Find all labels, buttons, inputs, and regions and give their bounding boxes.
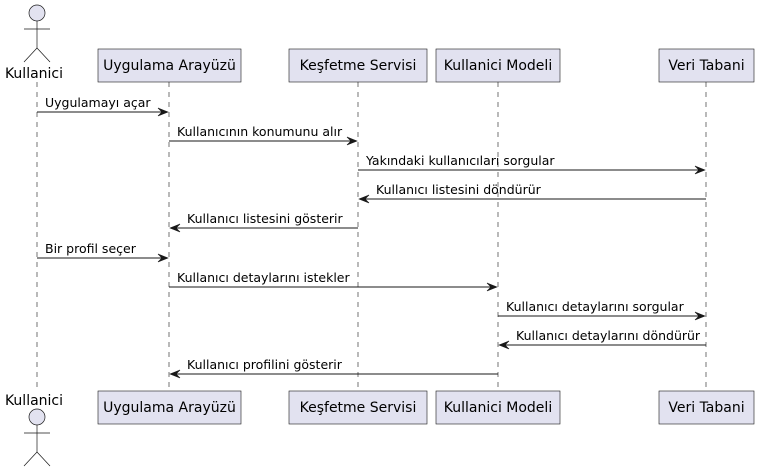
participant-label: Kullanici Modeli — [444, 58, 552, 74]
message-label: Uygulamayı açar — [45, 95, 151, 110]
actor-user-bottom: Kullanici — [5, 393, 63, 467]
participant-model-bottom: Kullanici Modeli — [435, 390, 561, 425]
arrow-head-icon — [346, 136, 358, 146]
arrow-head-icon — [486, 282, 498, 292]
message-5: Kullanıcı listesini gösterir — [169, 211, 358, 233]
message-label: Kullanıcı detaylarını sorgular — [506, 299, 685, 314]
actor-body-icon — [23, 21, 51, 63]
arrow-head-icon — [169, 223, 181, 233]
message-8: Kullanıcı detaylarını sorgular — [498, 299, 706, 321]
participant-label: Veri Tabani — [668, 58, 744, 74]
actor-label: Kullanici — [5, 393, 63, 409]
participant-label: Keşfetme Servisi — [300, 400, 417, 416]
actor-label: Kullanici — [5, 66, 63, 82]
message-1: Uygulamayı açar — [37, 95, 169, 117]
message-2: Kullanıcının konumunu alır — [169, 124, 358, 146]
message-label: Bir profil seçer — [45, 241, 137, 256]
message-7: Kullanıcı detaylarını istekler — [169, 270, 498, 292]
arrow-head-icon — [358, 194, 370, 204]
participant-label: Uygulama Arayüzü — [103, 58, 236, 74]
participant-db-top: Veri Tabani — [658, 48, 755, 83]
message-label: Kullanıcı detaylarını istekler — [177, 270, 350, 285]
participant-db-bottom: Veri Tabani — [658, 390, 755, 425]
participant-label: Uygulama Arayüzü — [103, 400, 236, 416]
participant-model-top: Kullanici Modeli — [435, 48, 561, 83]
message-6: Bir profil seçer — [37, 241, 169, 263]
message-label: Kullanıcının konumunu alır — [177, 124, 343, 139]
actor-body-icon — [23, 425, 51, 467]
message-3: Yakındaki kullanıcıları sorgular — [358, 153, 706, 175]
arrow-head-icon — [694, 311, 706, 321]
actor-user-top: Kullanici — [5, 4, 63, 82]
participant-ui-top: Uygulama Arayüzü — [97, 48, 242, 83]
actor-head-icon — [28, 4, 46, 22]
arrow-head-icon — [157, 107, 169, 117]
actor-head-icon — [28, 408, 46, 426]
message-label: Yakındaki kullanıcıları sorgular — [365, 153, 555, 168]
message-label: Kullanıcı listesini gösterir — [187, 211, 344, 226]
message-4: Kullanıcı listesini döndürür — [358, 182, 706, 204]
message-label: Kullanıcı detaylarını döndürür — [516, 328, 701, 343]
participant-label: Keşfetme Servisi — [300, 58, 417, 74]
participant-discovery-bottom: Keşfetme Servisi — [288, 390, 428, 425]
arrow-head-icon — [694, 165, 706, 175]
arrow-head-icon — [157, 253, 169, 263]
participant-discovery-top: Keşfetme Servisi — [288, 48, 428, 83]
arrow-head-icon — [169, 369, 181, 379]
message-label: Kullanıcı profilini gösterir — [187, 357, 343, 372]
message-label: Kullanıcı listesini döndürür — [376, 182, 542, 197]
message-10: Kullanıcı profilini gösterir — [169, 357, 498, 379]
arrow-head-icon — [498, 340, 510, 350]
participant-ui-bottom: Uygulama Arayüzü — [97, 390, 242, 425]
message-9: Kullanıcı detaylarını döndürür — [498, 328, 706, 350]
participant-label: Veri Tabani — [668, 400, 744, 416]
participant-label: Kullanici Modeli — [444, 400, 552, 416]
